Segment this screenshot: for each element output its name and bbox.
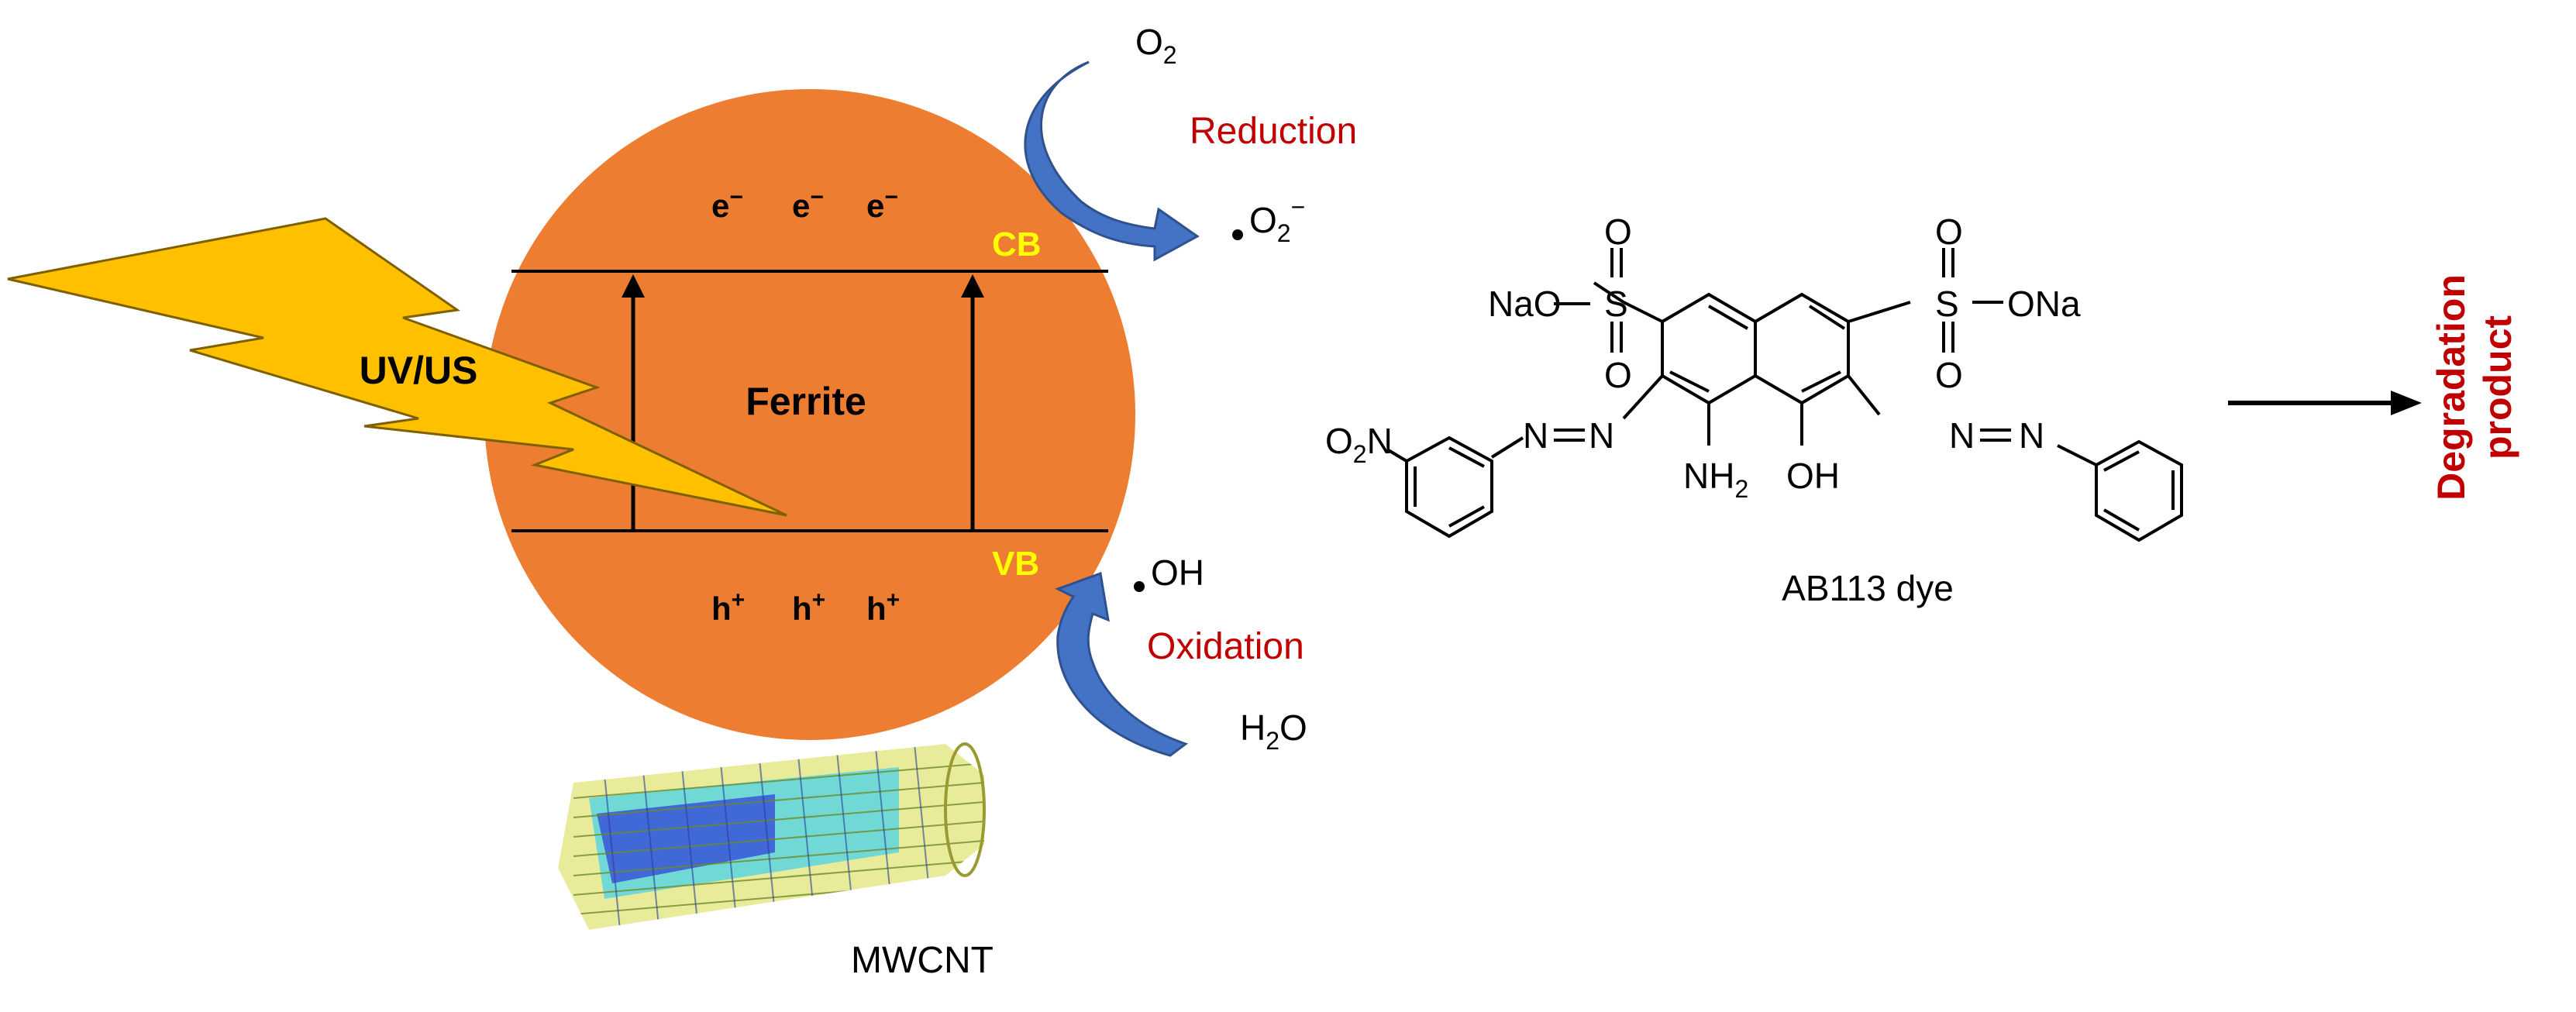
vb-label: VB <box>992 545 1039 583</box>
atom-nh2: NH2 <box>1683 456 1748 503</box>
mwcnt-label: MWCNT <box>851 940 994 981</box>
tube-end <box>944 742 986 877</box>
atom-nitro: O2N <box>1325 421 1393 468</box>
ab113-structure <box>1386 248 2183 542</box>
reduction-curved-arrow <box>1024 60 1200 262</box>
cb-label: CB <box>992 225 1042 263</box>
hydroxyl-radical-dot <box>1134 581 1145 592</box>
atom-nao: NaO <box>1488 284 1562 324</box>
ferrite-label: Ferrite <box>746 380 866 423</box>
electron-1: e− <box>711 184 743 224</box>
atom-s-left: S <box>1604 284 1628 324</box>
hole-3: h+ <box>866 587 900 627</box>
atom-o-bottom-right: O <box>1935 355 1963 395</box>
atom-o-bottom-left: O <box>1604 355 1632 395</box>
atom-s-right: S <box>1935 284 1959 324</box>
degradation-line-1: Degradation <box>2430 274 2473 501</box>
electron-2: e− <box>792 184 824 224</box>
reduction-process: O2 Reduction O2− <box>1024 22 1357 262</box>
light-label: UV/US <box>360 349 478 392</box>
mwcnt-tube: MWCNT <box>558 742 994 981</box>
hydroxyl-label: OH <box>1151 552 1204 593</box>
oxygen-label: O2 <box>1135 22 1177 69</box>
atom-n2: N <box>1523 415 1548 456</box>
naphthalene-right-ring <box>1754 292 1850 405</box>
oxidation-curved-arrow <box>1055 571 1189 757</box>
atom-n1: N <box>1589 415 1614 456</box>
degradation-line-2: product <box>2476 315 2519 460</box>
ferrite-circle <box>484 89 1135 740</box>
water-label: H2O <box>1240 707 1307 755</box>
hole-2: h+ <box>792 587 825 627</box>
nitrophenyl-ring <box>1405 435 1493 539</box>
naphthalene-left-ring <box>1661 292 1757 405</box>
degradation-product-label: Degradation product <box>2430 274 2519 501</box>
reaction-arrow <box>2228 391 2422 415</box>
oxidation-process: OH Oxidation H2O <box>1055 552 1307 757</box>
atom-n4: N <box>2019 415 2044 456</box>
reduction-label: Reduction <box>1190 111 1357 152</box>
atom-o-top-right: O <box>1935 212 1963 252</box>
phenyl-ring <box>2095 439 2183 542</box>
superoxide-label: O2− <box>1249 193 1305 247</box>
oxidation-label: Oxidation <box>1147 626 1304 667</box>
atom-ona: ONa <box>2007 284 2081 324</box>
bolt-shape <box>7 217 787 517</box>
ferrite-particle: e− e− e− h+ h+ h+ CB VB Ferrite <box>484 89 1135 740</box>
electron-3: e− <box>866 184 898 224</box>
atom-o-top-left: O <box>1604 212 1632 252</box>
ab113-atom-labels: NaO S O O S ONa O O N N O2N NH2 OH N N A… <box>1325 212 2081 608</box>
hole-1: h+ <box>711 587 745 627</box>
lightning-bolt: UV/US <box>7 217 787 517</box>
superoxide-radical-dot <box>1232 229 1243 240</box>
atom-oh: OH <box>1786 456 1840 496</box>
dye-name-label: AB113 dye <box>1782 568 1954 608</box>
atom-n3: N <box>1949 415 1975 456</box>
